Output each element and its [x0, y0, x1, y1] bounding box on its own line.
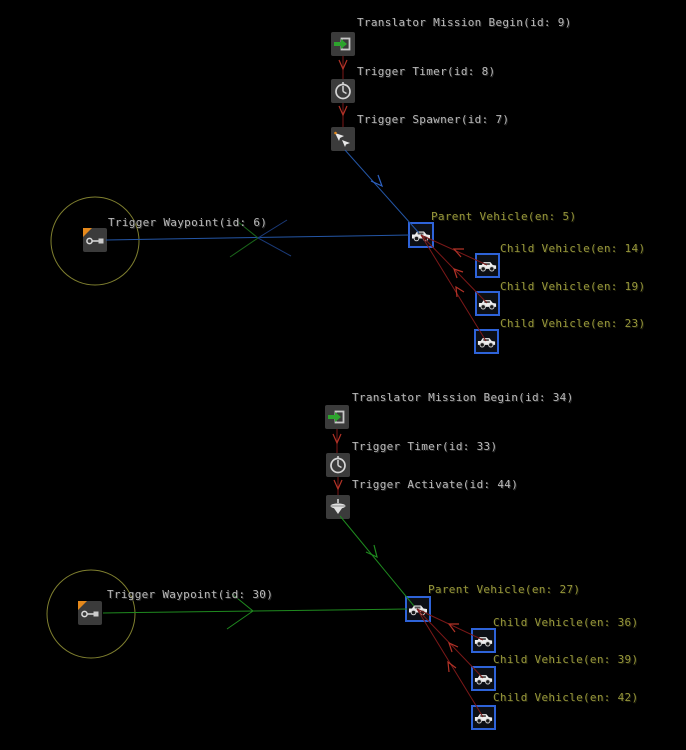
arrowhead [333, 479, 343, 491]
trigger-spawner-label-1: Trigger Spawner(id: 7) [357, 113, 510, 126]
trigger-waypoint-node-2[interactable] [78, 601, 102, 625]
link-activate-vehicle-2 [339, 515, 415, 607]
arrowhead [332, 433, 342, 445]
arrowhead [452, 248, 464, 258]
trigger-waypoint-label-1: Trigger Waypoint(id: 6) [108, 216, 268, 229]
mission-begin-label-2: Translator Mission Begin(id: 34) [352, 391, 574, 404]
vehicle-icon [410, 224, 432, 246]
trigger-spawner-node-1[interactable] [331, 127, 355, 151]
trigger-activate-node-2[interactable] [326, 495, 350, 519]
trigger-timer-label-1: Trigger Timer(id: 8) [357, 65, 496, 78]
child-vehicle-label-1c: Child Vehicle(en: 23) [500, 317, 646, 330]
child-vehicle-node-2a[interactable] [471, 628, 496, 653]
arrowhead [448, 641, 459, 653]
link-waypoint-vehicle-2 [102, 608, 408, 614]
clock-icon [331, 79, 355, 103]
child-vehicle-label-1a: Child Vehicle(en: 14) [500, 242, 646, 255]
trigger-activate-label-2: Trigger Activate(id: 44) [352, 478, 519, 491]
vehicle-icon [473, 707, 494, 728]
trigger-timer-label-2: Trigger Timer(id: 33) [352, 440, 498, 453]
vehicle-icon [407, 598, 429, 620]
arrowhead [338, 59, 348, 71]
waypoint-path-icon [78, 601, 102, 625]
arrowhead [453, 268, 464, 279]
child-vehicle-node-1a[interactable] [475, 253, 500, 278]
arrowhead [338, 105, 348, 117]
child-vehicle-node-1b[interactable] [475, 291, 500, 316]
child-vehicle-node-2c[interactable] [471, 705, 496, 730]
spin-top-icon [326, 495, 350, 519]
trigger-waypoint-node-1[interactable] [83, 228, 107, 252]
link-parent-child-1c [420, 234, 487, 342]
arrowhead [455, 285, 465, 298]
vehicle-icon [473, 668, 494, 689]
login-arrow-icon [331, 32, 355, 56]
vehicle-icon [473, 630, 494, 651]
vehicle-icon [476, 331, 497, 352]
vehicle-icon [477, 293, 498, 314]
child-vehicle-label-2c: Child Vehicle(en: 42) [493, 691, 639, 704]
spawner-darts-icon [331, 127, 355, 151]
parent-vehicle-label-1: Parent Vehicle(en: 5) [431, 210, 577, 223]
links-cluster-2 [46, 429, 484, 718]
child-vehicle-label-2a: Child Vehicle(en: 36) [493, 616, 639, 629]
parent-vehicle-node-1[interactable] [408, 222, 434, 248]
child-vehicle-node-2b[interactable] [471, 666, 496, 691]
parent-vehicle-label-2: Parent Vehicle(en: 27) [428, 583, 581, 596]
child-vehicle-label-1b: Child Vehicle(en: 19) [500, 280, 646, 293]
link-spawner-vehicle-1 [344, 149, 420, 234]
trigger-waypoint-label-2: Trigger Waypoint(id: 30) [107, 588, 274, 601]
links-cluster-1 [50, 56, 488, 342]
trigger-timer-node-2[interactable] [326, 453, 350, 477]
mission-begin-node-1[interactable] [331, 32, 355, 56]
link-parent-child-2c [416, 608, 484, 718]
child-vehicle-label-2b: Child Vehicle(en: 39) [493, 653, 639, 666]
trigger-timer-node-1[interactable] [331, 79, 355, 103]
vehicle-icon [477, 255, 498, 276]
arrowhead [447, 660, 457, 673]
parent-vehicle-node-2[interactable] [405, 596, 431, 622]
mission-begin-label-1: Translator Mission Begin(id: 9) [357, 16, 572, 29]
waypoint-path-icon [83, 228, 107, 252]
link-waypoint-vehicle-1 [105, 234, 410, 241]
clock-icon [326, 453, 350, 477]
child-vehicle-node-1c[interactable] [474, 329, 499, 354]
arrowhead [447, 623, 459, 633]
arrowhead [370, 174, 384, 188]
arrowhead [365, 544, 378, 559]
mission-begin-node-2[interactable] [325, 405, 349, 429]
login-arrow-icon [325, 405, 349, 429]
